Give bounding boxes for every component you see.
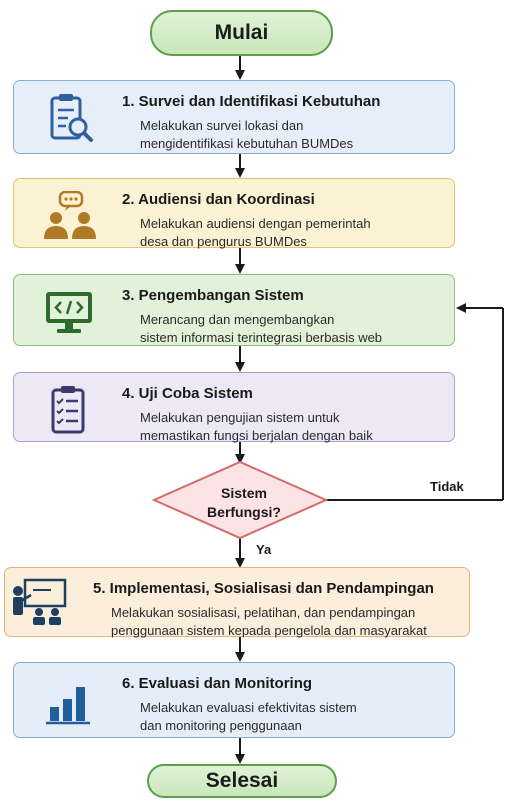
step-2-box: 2. Audiensi dan Koordinasi Melakukan aud…	[13, 178, 455, 249]
step-5-title: 5. Implementasi, Sosialisasi dan Pendamp…	[93, 580, 434, 597]
monitor-code-icon	[46, 292, 92, 333]
step-4-box: 4. Uji Coba Sistem Melakukan pengujian s…	[13, 372, 455, 443]
step-1-box: 1. Survei dan Identifikasi Kebutuhan Mel…	[13, 80, 455, 154]
start-label: Mulai	[214, 21, 269, 44]
step-6-box: 6. Evaluasi dan Monitoring Melakukan eva…	[13, 662, 455, 738]
presentation-icon	[13, 578, 67, 625]
start-terminal: Mulai	[150, 10, 333, 56]
step-5-box: 5. Implementasi, Sosialisasi dan Pendamp…	[4, 567, 470, 638]
checklist-icon	[51, 386, 85, 434]
decision-no-label: Tidak	[430, 479, 464, 494]
step-1-title: 1. Survei dan Identifikasi Kebutuhan	[122, 93, 381, 110]
step-2-title: 2. Audiensi dan Koordinasi	[122, 191, 315, 208]
people-chat-icon	[44, 191, 96, 239]
step-3-title: 3. Pengembangan Sistem	[122, 287, 304, 304]
bar-chart-icon	[46, 687, 90, 725]
step-5-desc: Melakukan sosialisasi, pelatihan, dan pe…	[111, 605, 427, 638]
step-6-title: 6. Evaluasi dan Monitoring	[122, 675, 313, 692]
step-4-title: 4. Uji Coba Sistem	[122, 385, 253, 402]
clipboard-search-icon	[50, 94, 93, 142]
decision-diamond	[151, 460, 329, 540]
end-terminal: Selesai	[147, 764, 337, 798]
step-3-box: 3. Pengembangan Sistem Merancang dan men…	[13, 274, 455, 346]
end-label: Selesai	[205, 769, 279, 792]
decision-yes-label: Ya	[256, 542, 272, 557]
